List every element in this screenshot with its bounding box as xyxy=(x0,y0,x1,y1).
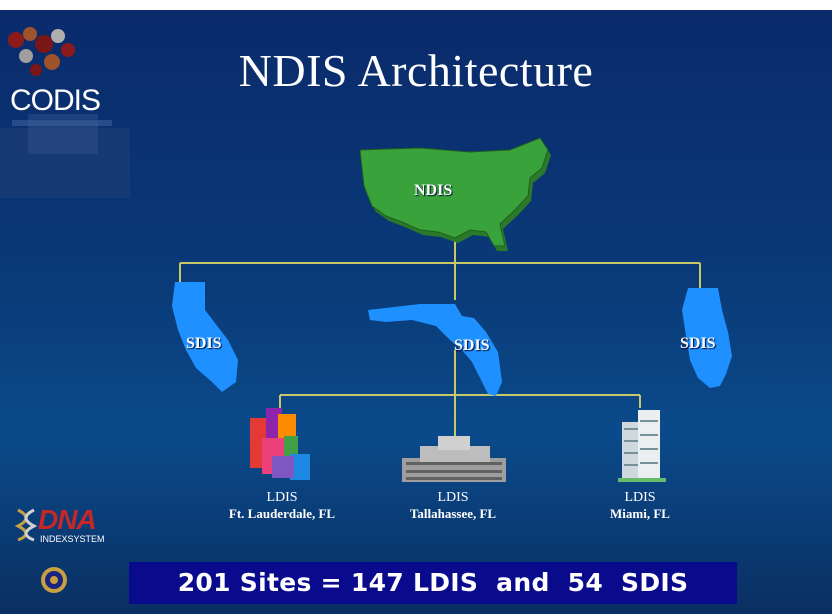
ldis-connectors xyxy=(279,350,641,438)
codis-logo: CODIS xyxy=(10,84,101,117)
ldis-caption-tallahassee: LDIS Tallahassee, FL xyxy=(373,490,533,522)
illinois-map-icon xyxy=(682,288,732,388)
miami-building-icon xyxy=(618,410,666,482)
ldis-type: LDIS xyxy=(437,490,469,505)
ldis-type: LDIS xyxy=(624,490,656,505)
molecule-logo-icon xyxy=(8,27,75,76)
dna-helix-icon xyxy=(14,508,38,542)
ldis-location: Tallahassee, FL xyxy=(409,506,497,521)
ndis-connectors xyxy=(179,238,701,300)
ndis-label: NDIS xyxy=(414,182,453,199)
dna-logo-text: DNA xyxy=(38,504,97,535)
ft-lauderdale-building-icon xyxy=(250,408,310,480)
dna-logo-subtext: INDEXSYSTEM xyxy=(40,534,105,544)
summary-banner: 201 Sites = 147 LDIS and 54 SDIS xyxy=(129,562,737,604)
diagram-canvas xyxy=(172,137,732,482)
ldis-type: LDIS xyxy=(266,490,298,505)
usa-map-icon xyxy=(359,137,551,251)
ldis-caption-ft-lauderdale: LDIS Ft. Lauderdale, FL xyxy=(202,490,362,522)
sdis-center-label: SDIS xyxy=(454,337,490,354)
ldis-caption-miami: LDIS Miami, FL xyxy=(560,490,720,522)
california-map-icon xyxy=(172,282,238,392)
sdis-left-label: SDIS xyxy=(186,335,222,352)
sdis-right-label: SDIS xyxy=(680,335,716,352)
florida-map-icon xyxy=(368,304,502,396)
codis-logo-underline xyxy=(12,120,112,126)
fbi-seal-icon xyxy=(41,567,67,593)
ldis-location: Ft. Lauderdale, FL xyxy=(228,506,336,521)
ldis-location: Miami, FL xyxy=(610,506,670,521)
tallahassee-building-icon xyxy=(402,436,506,482)
slide: CODIS NDIS Architecture NDIS SDIS SDIS S… xyxy=(0,10,832,614)
page-title: NDIS Architecture xyxy=(238,45,594,96)
